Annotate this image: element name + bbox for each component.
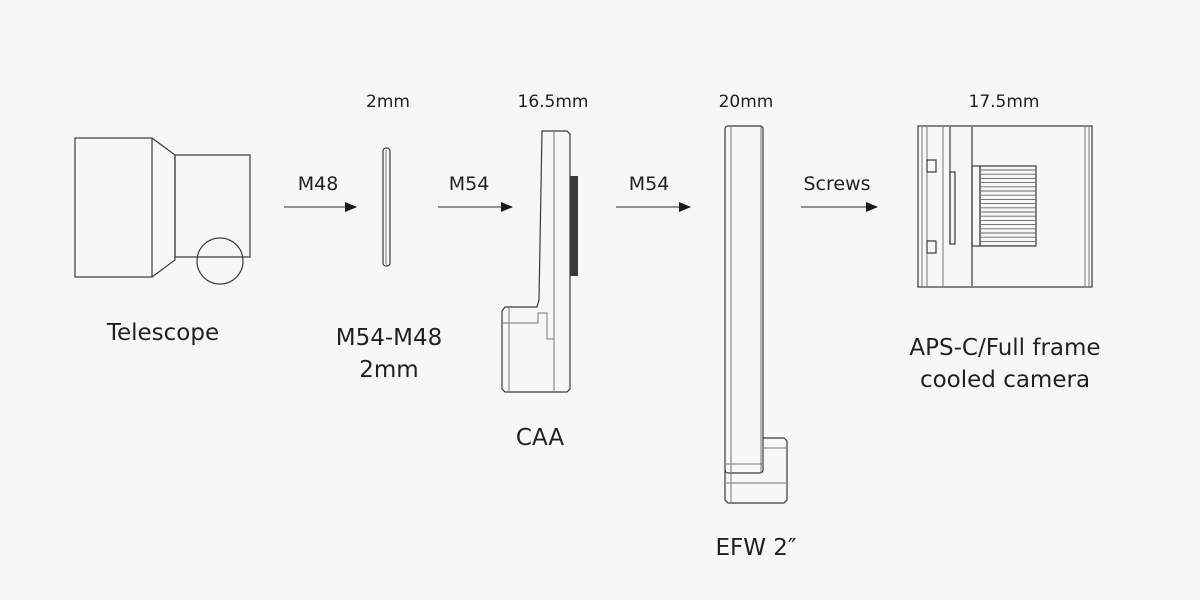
camera-label: APS-C/Full frame cooled camera (909, 332, 1100, 396)
camera-thickness: 17.5mm (968, 92, 1040, 112)
m54-m48-adapter-drawing (382, 147, 391, 267)
efw-label: EFW 2″ (715, 535, 797, 561)
efw-drawing (724, 125, 788, 504)
caa-label: CAA (515, 425, 565, 451)
telescope-label: Telescope (106, 320, 220, 346)
adapter-thickness: 2mm (366, 92, 410, 112)
connection-label: M48 (297, 173, 339, 195)
connection-label: Screws (803, 173, 871, 195)
adapter-label-line1: M54-M48 (335, 325, 443, 351)
adapter-label: M54-M48 2mm (336, 322, 443, 386)
telescope-drawing (74, 137, 251, 285)
heatsink-fins (981, 169, 1036, 247)
caa-thickness: 16.5mm (517, 92, 589, 112)
camera-label-line1: APS-C/Full frame (909, 335, 1101, 361)
adapter-label-line2: 2mm (359, 357, 419, 383)
efw-thickness: 20mm (718, 92, 774, 112)
connection-label: M54 (628, 173, 670, 195)
connection-label: M54 (448, 173, 490, 195)
caa-drawing (501, 130, 578, 393)
camera-drawing (917, 125, 1093, 288)
camera-label-line2: cooled camera (919, 367, 1091, 393)
